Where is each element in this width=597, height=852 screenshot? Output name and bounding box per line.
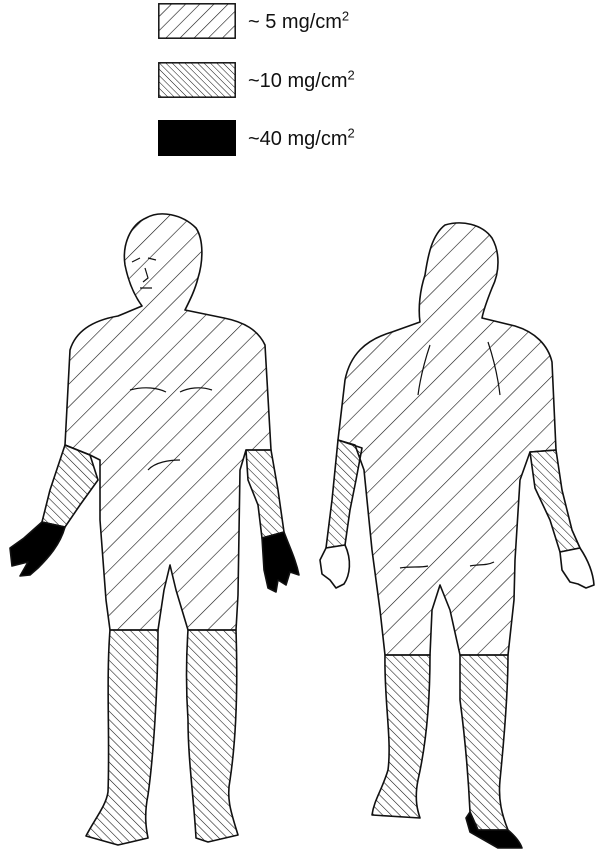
back-left-arm [326, 440, 362, 548]
back-right-arm [530, 450, 580, 552]
back-figure [320, 223, 594, 848]
back-right-hand [560, 548, 594, 588]
front-left-leg [86, 630, 158, 845]
back-left-leg [372, 655, 430, 818]
front-right-arm [246, 450, 284, 538]
front-torso [65, 214, 271, 630]
front-right-hand [262, 532, 299, 592]
back-left-hand [320, 545, 349, 588]
front-figure [10, 214, 299, 845]
front-left-arm [42, 445, 98, 527]
front-right-leg [187, 630, 239, 842]
back-right-leg [460, 655, 508, 830]
back-torso [338, 223, 556, 655]
front-left-hand [10, 522, 65, 576]
